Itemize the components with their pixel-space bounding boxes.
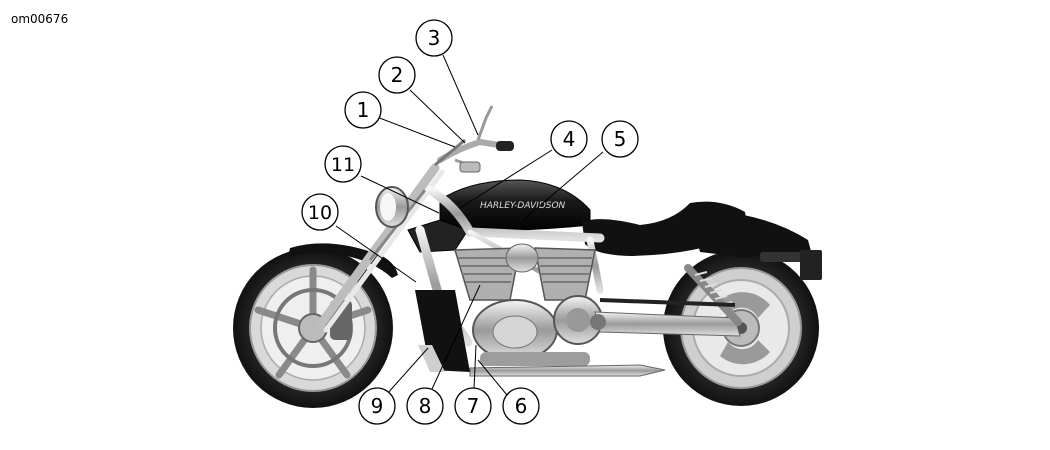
callout-8: 8: [406, 387, 444, 425]
callouts: 1 2 3 4 5 6 7: [301, 19, 639, 425]
exhaust: [469, 364, 666, 377]
callout-5: 5: [601, 120, 639, 158]
callout-number: 2: [391, 63, 404, 87]
front-wheel: [233, 248, 393, 408]
handlebars: [434, 105, 514, 173]
leader-lines: [335, 54, 604, 396]
drive-belt: [599, 298, 736, 307]
callout-number: 7: [467, 394, 480, 418]
rear-fender: [690, 210, 812, 258]
callout-number: 3: [428, 26, 441, 50]
callout-10: 10: [301, 193, 339, 231]
engine: [454, 243, 603, 366]
callout-11: 11: [324, 145, 362, 183]
tank-logo: HARLEY-DAVIDSON: [480, 201, 566, 211]
callout-number: 6: [515, 394, 528, 418]
callout-number: 10: [308, 202, 332, 224]
callout-2: 2: [378, 56, 416, 94]
callout-number: 1: [357, 98, 370, 122]
callout-3: 3: [415, 19, 453, 57]
callout-number: 11: [331, 154, 355, 176]
callout-1: 1: [344, 91, 382, 129]
callout-number: 5: [614, 127, 627, 151]
callout-number: 4: [563, 127, 576, 151]
figure-id: om00676: [11, 12, 69, 26]
callout-9: 9: [358, 387, 396, 425]
motorcycle-illustration: HARLEY-DAVIDSON: [233, 105, 822, 408]
callout-number: 9: [371, 394, 384, 418]
callout-7: 7: [454, 387, 492, 425]
callout-6: 6: [502, 387, 540, 425]
lower-fairing: [415, 290, 470, 372]
callout-4: 4: [550, 120, 588, 158]
callout-number: 8: [419, 394, 432, 418]
